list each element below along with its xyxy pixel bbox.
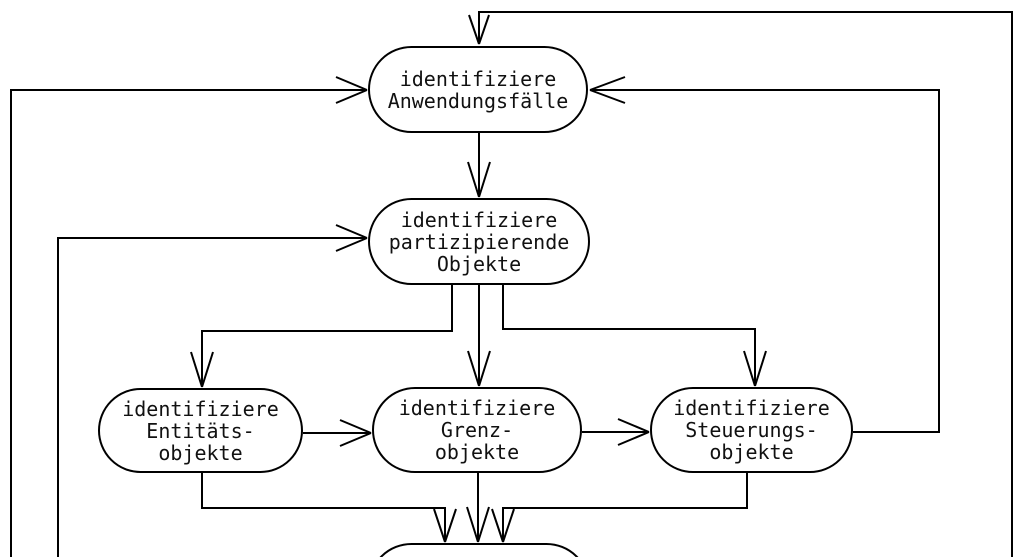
- edge-entitaets-to-bottom: [201, 473, 457, 543]
- node-label: identifiziere Steuerungs- objekte: [673, 396, 830, 464]
- edge-anwendungsfaelle-to-partizipierende: [467, 133, 491, 198]
- node-label: identifiziere partizipierende Objekte: [388, 207, 570, 276]
- node-identifiziere-partizipierende-objekte: identifiziere partizipierende Objekte: [368, 198, 590, 285]
- node-identifiziere-anwendungsfaelle: identifiziere Anwendungsfälle: [368, 46, 588, 133]
- edge-partizipierende-to-grenz: [467, 285, 491, 387]
- node-identifiziere-entitaetsobjekte: identifiziere Entitäts- objekte: [98, 388, 303, 473]
- edge-loop-top-entry: [468, 11, 1013, 557]
- node-label: identifiziere Anwendungsfälle: [387, 66, 569, 113]
- edge-left-feedback-partizipierende: [57, 224, 368, 557]
- node-label: identifiziere Grenz- objekte: [398, 396, 556, 464]
- node-bottom-cropped: [368, 543, 590, 557]
- edge-grenz-to-bottom: [466, 473, 490, 543]
- edge-steuerungs-to-bottom: [491, 473, 748, 543]
- edge-partizipierende-to-steuerungs: [502, 285, 767, 387]
- node-identifiziere-grenzobjekte: identifiziere Grenz- objekte: [372, 387, 582, 473]
- edge-steuerungs-to-anwendungsfaelle: [589, 76, 940, 433]
- edge-partizipierende-to-entitaets: [190, 285, 453, 388]
- edge-entitaets-to-grenz: [303, 419, 372, 447]
- edge-left-feedback-anwendungsfaelle: [10, 76, 368, 557]
- node-label: identifiziere Entitäts- objekte: [122, 396, 279, 465]
- node-identifiziere-steuerungsobjekte: identifiziere Steuerungs- objekte: [650, 387, 853, 473]
- edge-grenz-to-steuerungs: [582, 418, 650, 446]
